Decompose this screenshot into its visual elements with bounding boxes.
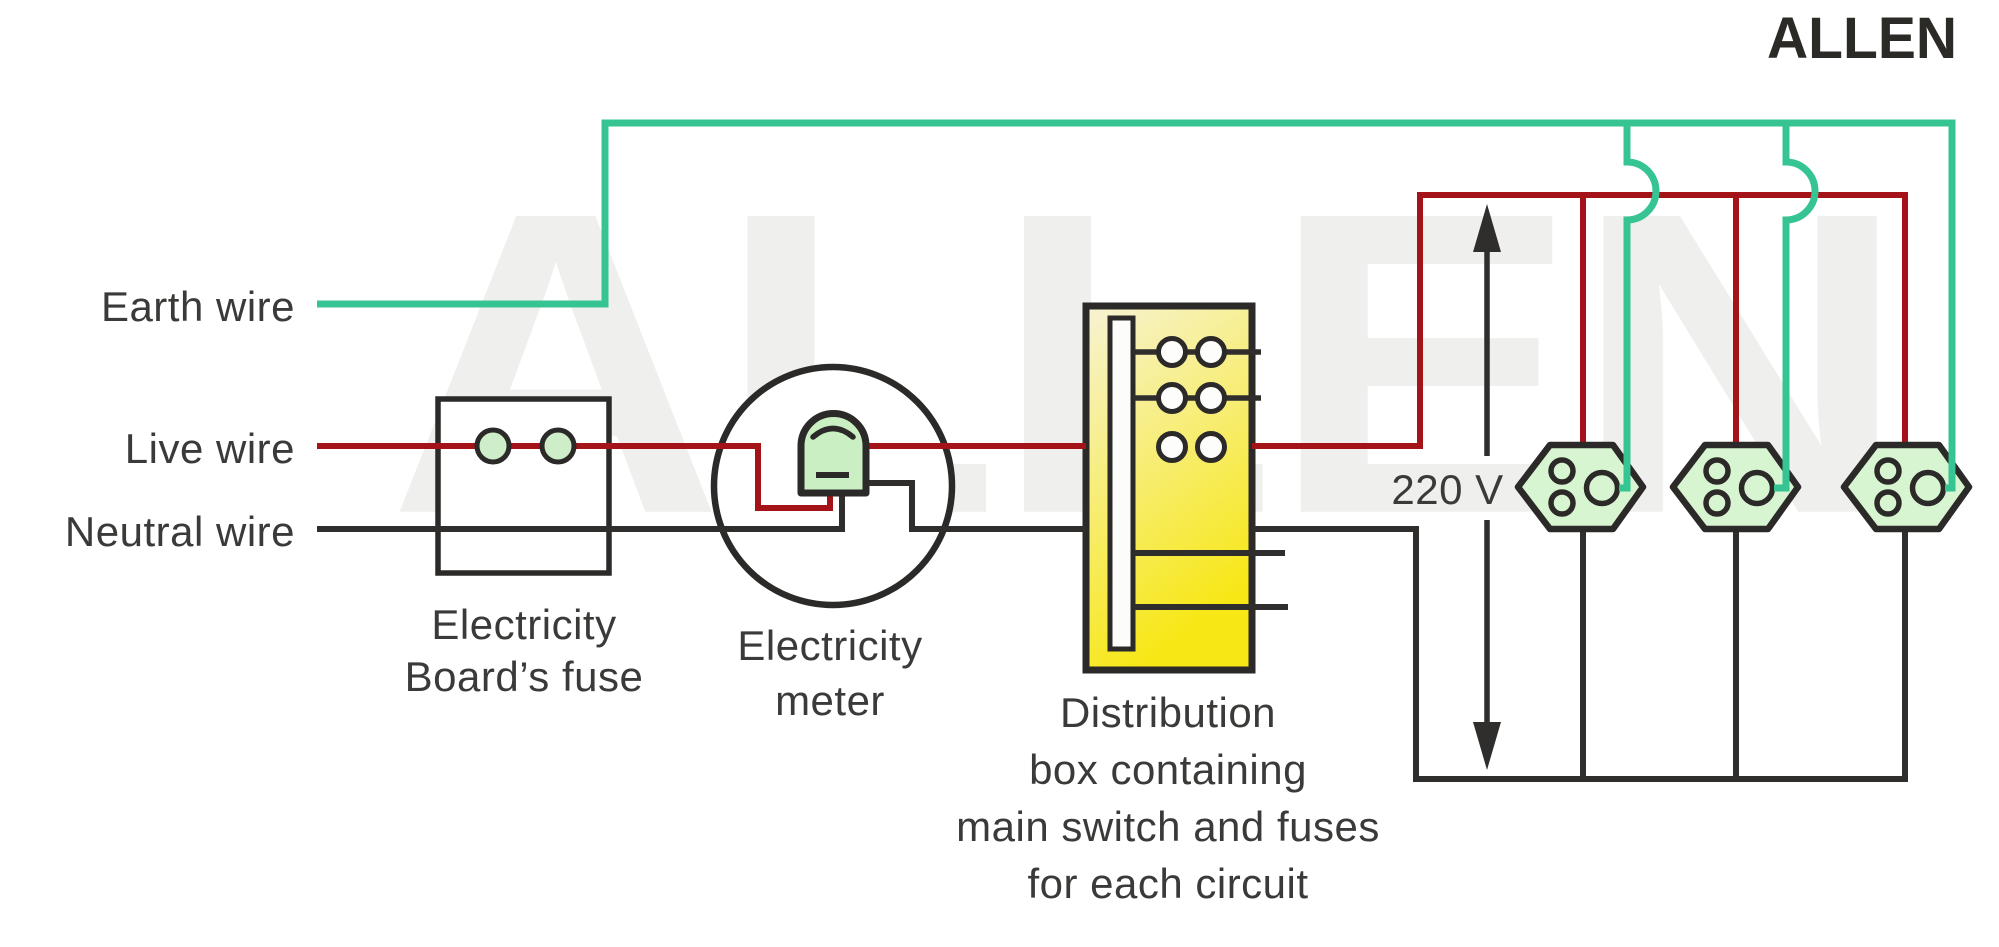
distribution-label-line4: for each circuit [1027,860,1309,907]
meter-label-line1: Electricity [737,622,923,669]
live-wire-line [317,192,1908,511]
meter-label: Electricity meter [630,618,1030,728]
neutral-wire-label: Neutral wire [64,508,295,555]
voltage-label: 220 V [1391,466,1504,513]
neutral-wire-line [317,480,1908,782]
board-fuse-label-line1: Electricity [431,601,617,648]
distribution-label-line1: Distribution [1059,689,1277,736]
live-wire-label: Live wire [124,425,295,472]
voltage-arrow [1473,204,1501,770]
board-fuse-label-line2: Board’s fuse [404,653,644,700]
distribution-label-line3: main switch and fuses [956,803,1380,850]
board-fuse-label: Electricity Board’s fuse [324,599,724,703]
distribution-label-line2: box containing [1029,746,1307,793]
main-switch-bar [1107,315,1136,652]
earth-wire-line [317,119,1956,492]
socket-3 [1840,441,1973,533]
earth-wire-label: Earth wire [100,283,295,330]
distribution-box [1082,302,1288,674]
meter-dial [797,410,870,497]
fuse-row-2 [1133,382,1261,414]
meter-label-line2: meter [775,677,885,724]
socket-1 [1514,441,1647,533]
allen-logo: ALLEN [1767,5,1957,72]
fuse-row-1 [1133,336,1261,368]
socket-2 [1669,441,1802,533]
earth-branch-2 [1774,123,1819,492]
board-fuse-beads [474,427,577,465]
distribution-label: Distribution box containing main switch … [918,684,1418,912]
earth-branch-1 [1619,123,1660,492]
board-fuse-box [435,396,612,576]
fuse-row-3 [1156,431,1227,463]
meter-needle-arc [810,425,856,440]
